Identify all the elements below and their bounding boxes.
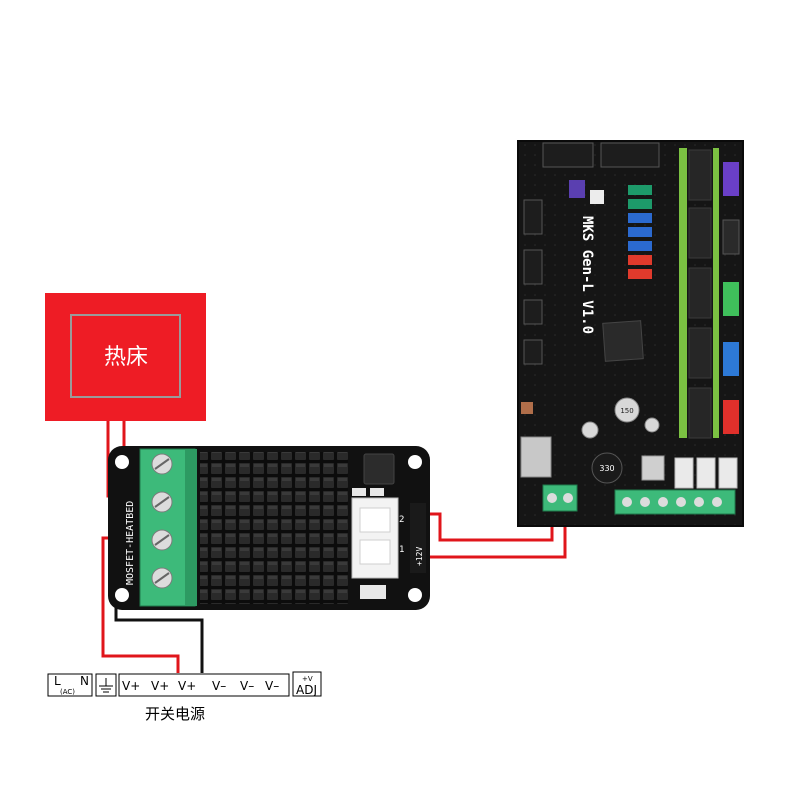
- psu-adj-label: ADJ: [296, 683, 317, 697]
- terminal-block: [139, 448, 197, 607]
- inductor-label: 330: [599, 464, 614, 473]
- psu-terminal-label: V+: [178, 679, 196, 693]
- psu-adj: +V ADJ: [292, 671, 322, 697]
- heated-bed: 热床: [45, 293, 206, 421]
- endstop-connectors: [628, 185, 652, 279]
- psu-terminal-label: V+: [122, 679, 140, 693]
- connector-red: [723, 400, 739, 434]
- mosfet-silk-label: MOSFET-HEATBED: [125, 501, 136, 585]
- power-terminals: [542, 484, 736, 515]
- terminal-screw: [151, 567, 173, 589]
- heated-bed-label: 热床: [104, 345, 148, 370]
- mosfet-pin-2: 2: [399, 515, 404, 525]
- connector-green: [723, 282, 739, 316]
- psu-ac-label: (AC): [60, 688, 75, 696]
- signal-connector: [351, 497, 426, 579]
- terminal-screw: [151, 453, 173, 475]
- psu-terminal-label: V–: [265, 679, 279, 693]
- terminal-screw: [151, 491, 173, 513]
- mosfet-module: MOSFET-HEATBED: [108, 446, 430, 610]
- psu-ac-input: L N (AC): [47, 673, 93, 697]
- psu-terminal-label: V–: [212, 679, 226, 693]
- mosfet-pin-1: 1: [399, 545, 404, 555]
- connector-purple: [723, 162, 739, 196]
- controller-board: MKS Gen-L V1.0 150 330: [517, 140, 744, 527]
- psu-adj-plus: +V: [302, 675, 313, 683]
- usb-port: [520, 436, 552, 478]
- psu-n-label: N: [80, 674, 89, 688]
- mosfet-chip: [363, 453, 395, 485]
- psu-title: 开关电源: [145, 705, 205, 723]
- mosfet-port-label: +12V: [415, 547, 424, 566]
- psu-terminal-label: V+: [151, 679, 169, 693]
- ground-icon: [95, 673, 117, 697]
- psu-terminal-label: V–: [240, 679, 254, 693]
- mcu-chip: [602, 320, 644, 362]
- connector-blue: [723, 342, 739, 376]
- psu-l-label: L: [54, 674, 61, 688]
- power-supply: L N (AC) V+ V+ V+ V– V– V– +V ADJ 开关电源: [47, 671, 322, 723]
- terminal-screw: [151, 529, 173, 551]
- heatsink: [200, 452, 348, 604]
- connector-black: [722, 219, 740, 255]
- controller-model-label: MKS Gen-L V1.0: [579, 216, 595, 334]
- cap-label: 150: [620, 407, 633, 415]
